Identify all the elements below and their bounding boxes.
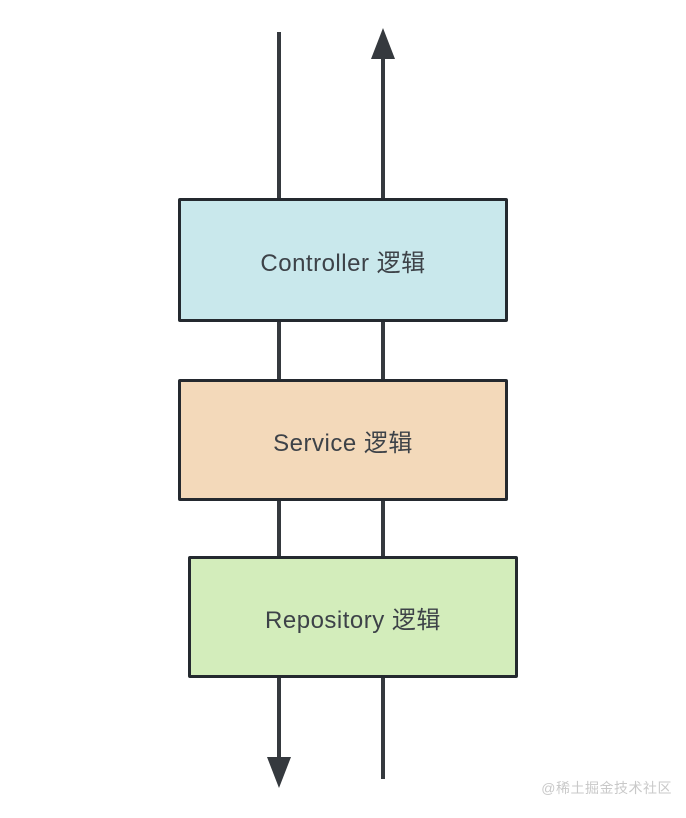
service-box: Service 逻辑 [178, 379, 508, 501]
repository-label: Repository 逻辑 [265, 606, 441, 634]
watermark: @稀土掘金技术社区 [541, 780, 672, 796]
controller-label: Controller 逻辑 [260, 249, 426, 277]
controller-box: Controller 逻辑 [178, 198, 508, 322]
down-arrowhead-icon [267, 757, 291, 788]
up-arrowhead-icon [371, 28, 395, 59]
repository-box: Repository 逻辑 [188, 556, 518, 678]
service-label: Service 逻辑 [273, 429, 413, 457]
